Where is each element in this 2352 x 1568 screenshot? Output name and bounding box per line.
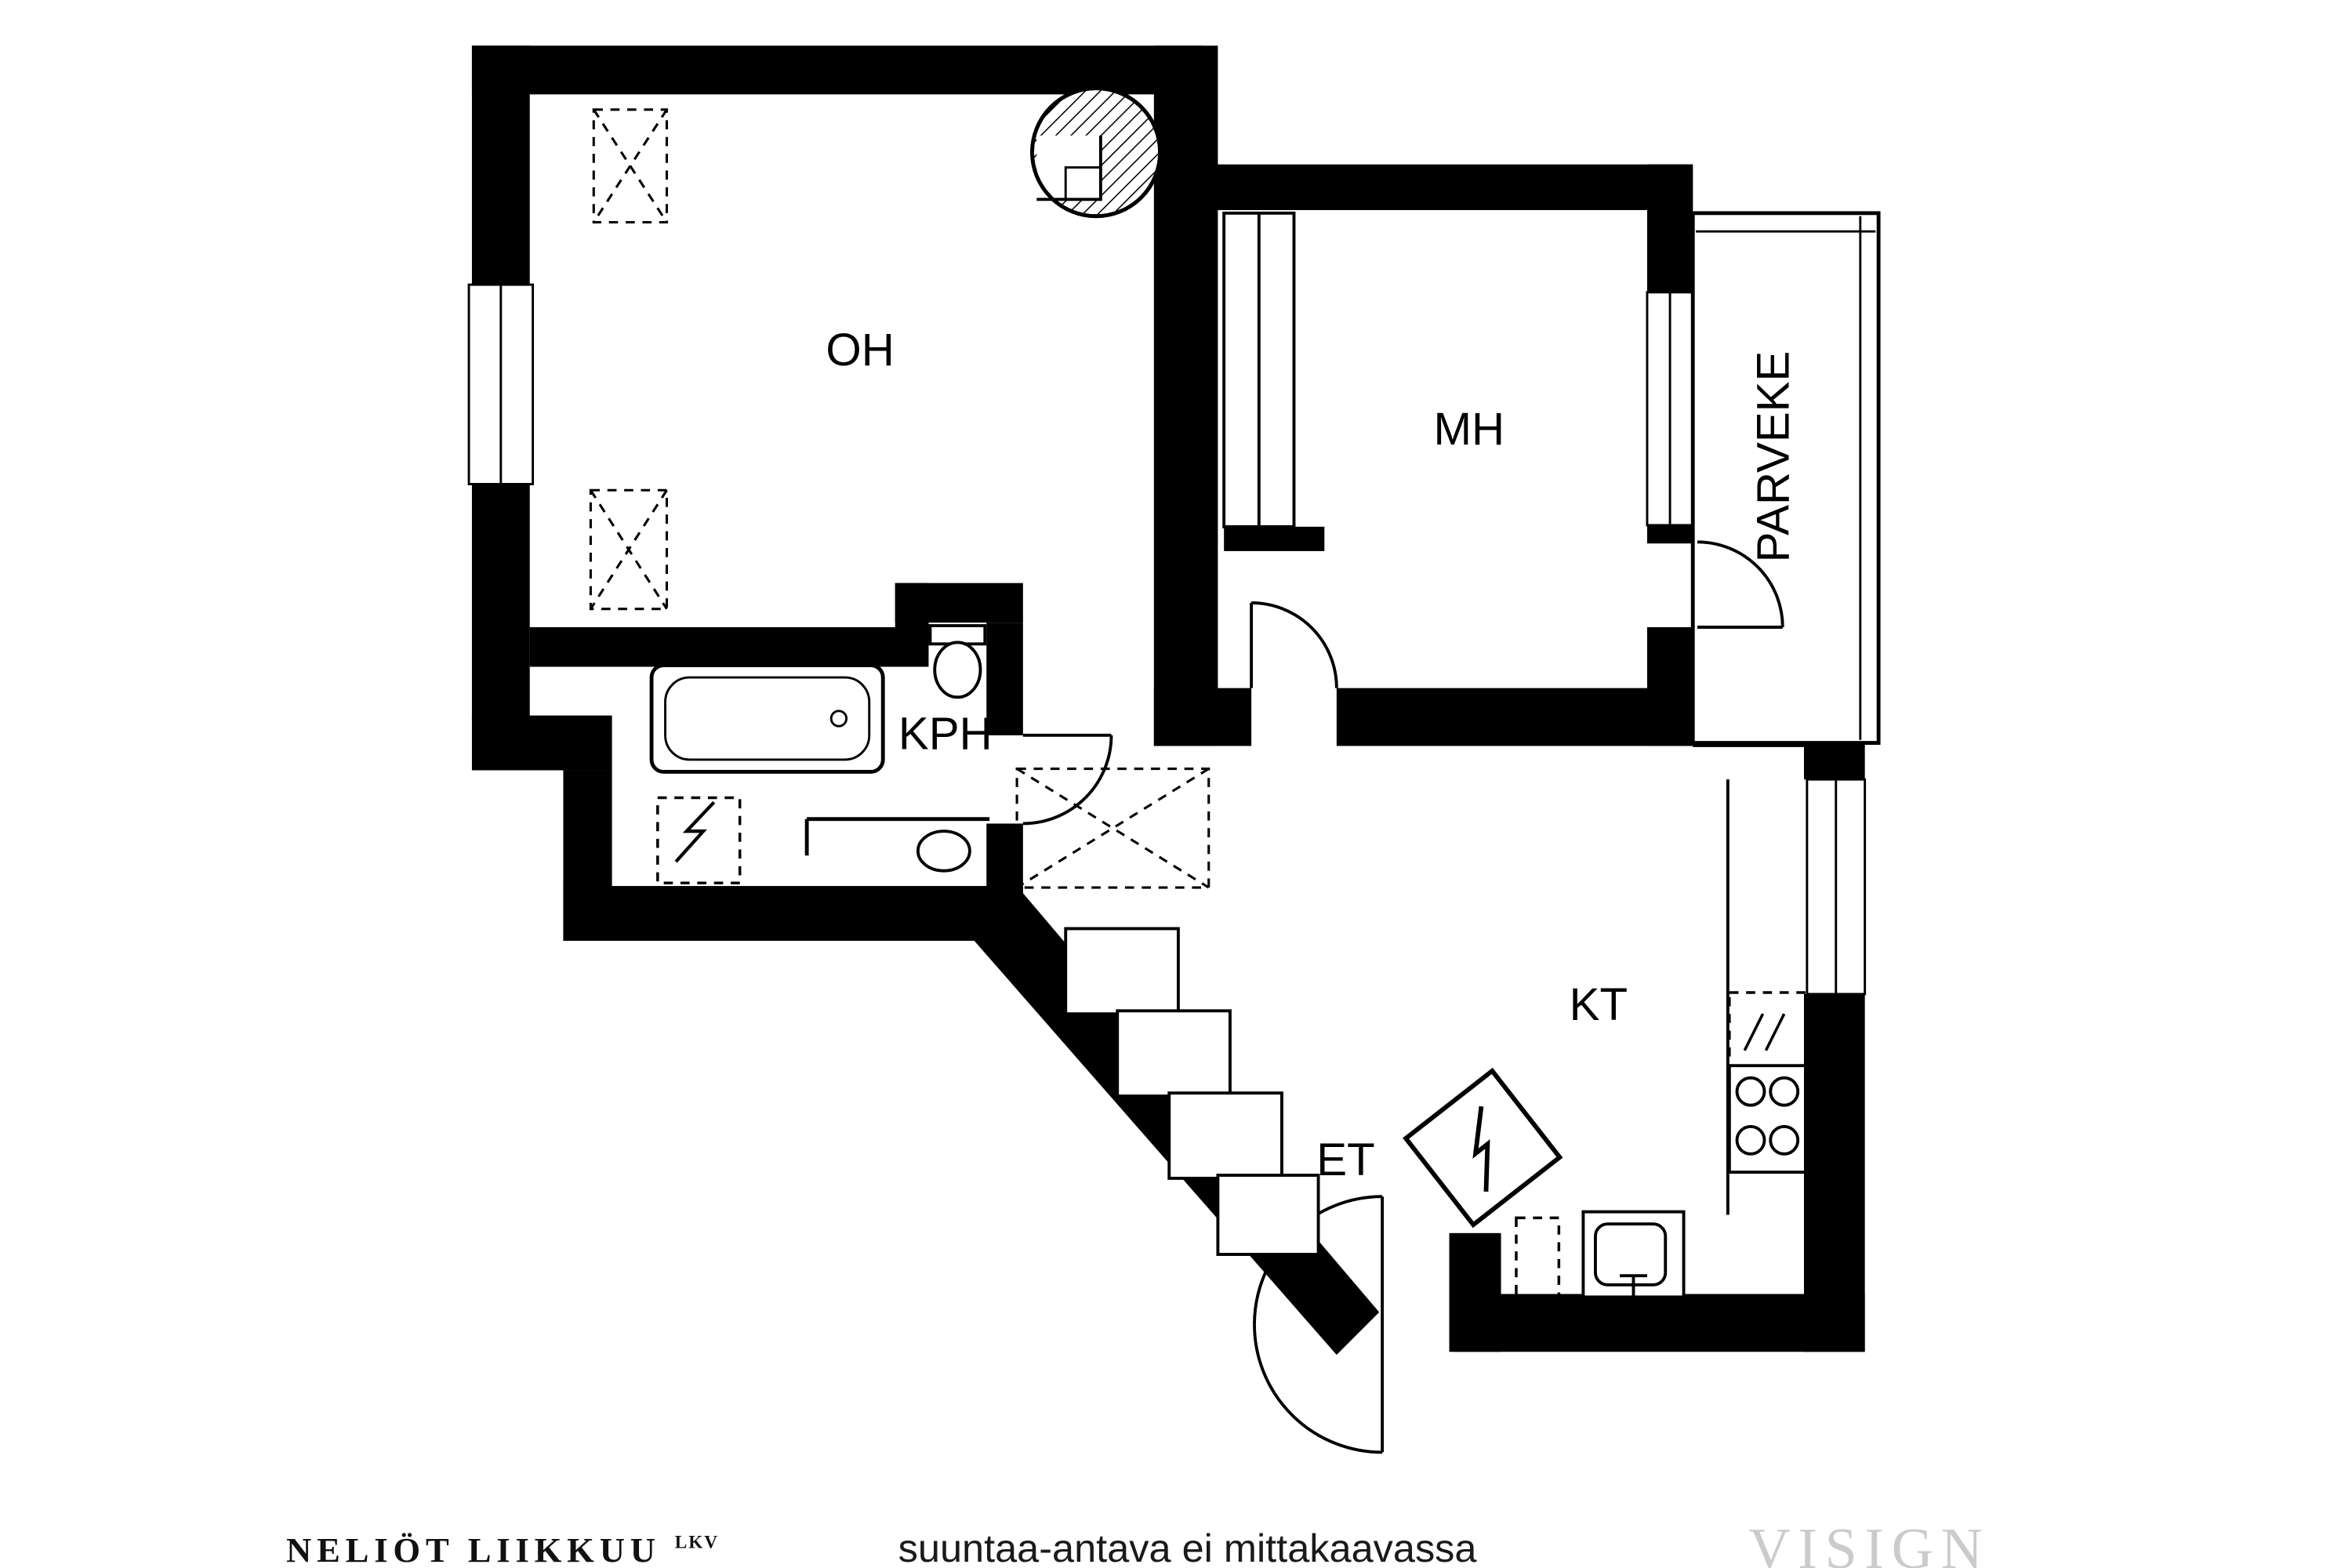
stove bbox=[1727, 1064, 1807, 1174]
fireplace bbox=[1030, 86, 1163, 219]
water-heater bbox=[1403, 1067, 1563, 1229]
window-bedroom bbox=[1646, 291, 1694, 527]
room-label-hallway: ET bbox=[1316, 1134, 1374, 1185]
room-label-kitchen: KT bbox=[1570, 979, 1628, 1030]
brand-logo: NELIÖT LIIKKUU LKV bbox=[286, 1530, 719, 1568]
bathroom-sink bbox=[916, 829, 971, 873]
room-label-bedroom: MH bbox=[1433, 404, 1504, 455]
room-label-bathroom: KPH bbox=[898, 708, 993, 759]
balcony-door-arc bbox=[1697, 540, 1784, 629]
window-living-room bbox=[467, 283, 535, 485]
bathroom-door-arc bbox=[1022, 733, 1113, 826]
room-label-balcony: PARVEKE bbox=[1748, 351, 1799, 563]
window-kitchen bbox=[1806, 778, 1867, 996]
bedroom-wardrobe bbox=[1222, 211, 1296, 528]
appliance-reservation bbox=[1515, 1216, 1561, 1299]
bathroom-partition bbox=[804, 817, 990, 856]
disclaimer-text: suuntaa-antava ei mittakaavassa bbox=[898, 1526, 1478, 1568]
kitchen-sink bbox=[1581, 1210, 1686, 1299]
washing-machine-reservation bbox=[656, 796, 742, 884]
bathtub bbox=[649, 663, 885, 774]
hall-steps bbox=[1064, 927, 1320, 1256]
dashed-box-top bbox=[592, 108, 669, 224]
toilet bbox=[928, 624, 987, 699]
balcony-railing bbox=[1690, 211, 1881, 747]
room-label-living: OH bbox=[826, 325, 894, 376]
bedroom-door-arc bbox=[1250, 601, 1338, 688]
dashed-box-hall bbox=[1015, 768, 1210, 889]
watermark-logo: VISIGN bbox=[1748, 1516, 1990, 1568]
dashed-box-left bbox=[589, 488, 669, 611]
